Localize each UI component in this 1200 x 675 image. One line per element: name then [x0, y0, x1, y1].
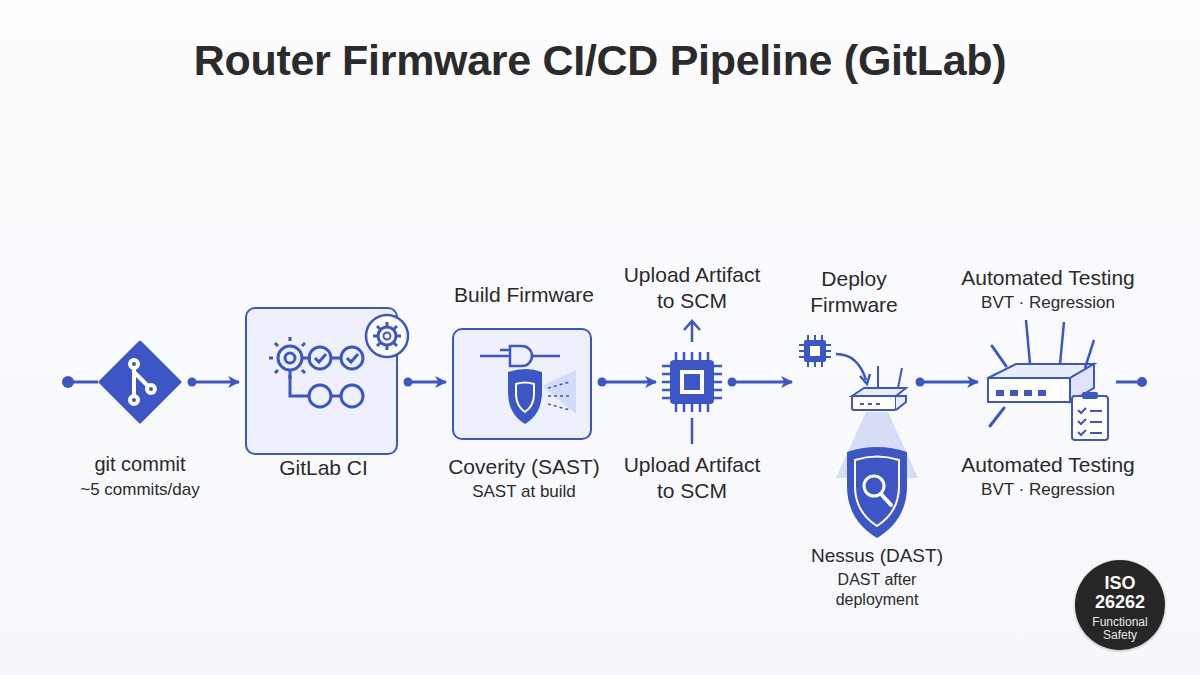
testing-node: Automated TestingBVT · RegressionAutomat… [984, 325, 1112, 440]
connector-line [602, 381, 656, 384]
scan-beam [836, 412, 918, 478]
artifact-chip [662, 321, 722, 444]
git-glyph [130, 360, 155, 404]
flow-arrow [404, 378, 447, 387]
node-label: Coverity (SAST) [448, 454, 600, 480]
diamond-shape [100, 342, 180, 422]
connector-dot [916, 378, 925, 387]
node-label: git commit [94, 452, 185, 476]
node-label: Upload Artifact to SCM [613, 262, 771, 313]
router-symbol [852, 366, 906, 410]
pipeline-icon [269, 337, 363, 407]
connector-dot [728, 378, 737, 387]
node-label: Build Firmware [454, 282, 594, 308]
scanner-node: Nessus (DAST)DAST after deployment [845, 448, 909, 540]
flow-arrow [728, 378, 793, 387]
artifact-node: Upload Artifact to SCMUpload Artifact to… [662, 352, 722, 412]
node-label: SAST at build [472, 482, 576, 503]
build-box: Build FirmwareCoverity (SAST)SAST at bui… [452, 328, 592, 440]
node-label: Upload Artifact to SCM [613, 452, 771, 503]
commit-diamond: git commit~5 commits/day [98, 340, 182, 424]
deploy-node: Deploy Firmware [798, 334, 910, 414]
connector-line [732, 381, 792, 384]
connector-line [408, 381, 446, 384]
standard-badge: ISO 26262Functional Safety [1075, 560, 1165, 650]
deploy-chip [799, 335, 870, 384]
node-label: GitLab CI [279, 455, 368, 481]
node-label: Deploy Firmware [799, 266, 909, 317]
node-label: Automated Testing [961, 452, 1135, 478]
end-dot [1116, 377, 1147, 387]
diamond-outline [98, 340, 182, 424]
node-label: ~5 commits/day [80, 480, 200, 501]
flow-arrow [188, 378, 240, 387]
connector-dot [188, 378, 197, 387]
node-label: BVT · Regression [981, 293, 1115, 314]
flow-arrow [916, 378, 979, 387]
start-dot [62, 376, 98, 388]
connector-dot [404, 378, 413, 387]
node-label: Functional Safety [1080, 616, 1160, 641]
gear-badge [366, 315, 408, 357]
node-label: BVT · Regression [981, 480, 1115, 501]
node-label: DAST after deployment [817, 570, 937, 609]
connector-line [192, 381, 239, 384]
connector-dot [598, 378, 607, 387]
logic-gate-symbol [480, 346, 560, 366]
ci-box: GitLab CI [245, 307, 398, 455]
connector-line [920, 381, 978, 384]
sast-shield [508, 369, 576, 424]
flow-arrow [598, 378, 657, 387]
diagram-title: Router Firmware CI/CD Pipeline (GitLab) [0, 36, 1200, 85]
node-label: Automated Testing [961, 265, 1135, 291]
node-label: ISO 26262 [1085, 574, 1155, 612]
dast-shield [847, 447, 907, 538]
node-label: Nessus (DAST) [811, 544, 943, 567]
test-router [988, 320, 1108, 440]
